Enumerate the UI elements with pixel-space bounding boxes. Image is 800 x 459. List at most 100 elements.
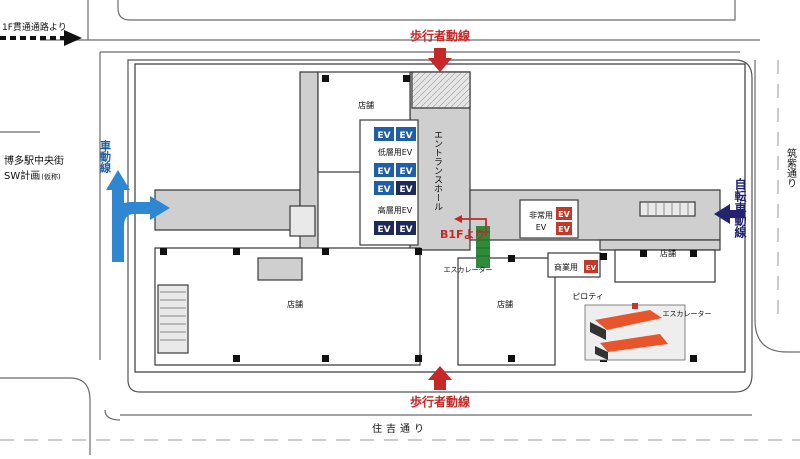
from-1f-passage-label: 1F貫通通路より: [2, 21, 67, 33]
column: [600, 253, 607, 260]
ev-label: EV: [558, 225, 570, 234]
ev-label: EV: [399, 167, 412, 177]
shop-west-room: [154, 247, 421, 366]
elevators: EV EV EV EV EV EV EV EV EV EV EV: [374, 127, 598, 273]
plan-name-line2: SW計画(仮称): [4, 169, 61, 182]
commercial-ev-label: 商業用: [554, 262, 578, 272]
pedestrian-flow-top-label: 歩行者動線: [410, 28, 470, 43]
ev-box-2: [396, 127, 416, 141]
shop-east-room: [614, 249, 716, 283]
sumiyoshi-street-label: 住吉通り: [372, 422, 428, 435]
ev-label: EV: [377, 185, 390, 195]
column: [322, 355, 329, 362]
stair-treads: [160, 203, 689, 341]
stair-north: [289, 205, 316, 237]
emergency-ev-label-1: 非常用: [529, 210, 553, 220]
column: [233, 355, 240, 362]
ev-box-6: [396, 181, 416, 195]
pedestrian-arrow-top: [428, 48, 452, 72]
column: [640, 250, 647, 257]
escalator-orange-lower: [600, 334, 668, 352]
column: [322, 75, 329, 82]
pedestrian-arrow-bottom: [428, 366, 452, 390]
column: [233, 248, 240, 255]
column: [690, 250, 697, 257]
flow-arrows: [0, 30, 745, 390]
shop-south-room: [457, 257, 556, 366]
corridor-east-lower: [599, 239, 721, 251]
low-floor-ev-label: 低層用EV: [378, 147, 413, 157]
entrance-hall-label: エントランスホール: [432, 130, 443, 211]
escalator-dark-lower: [595, 346, 608, 360]
column: [415, 355, 422, 362]
ev-box-1: [374, 127, 394, 141]
vehicle-flow-label: 車動線: [99, 139, 112, 174]
column: [403, 75, 410, 82]
stair-west-treads: [160, 291, 186, 341]
shop-west-label: 店舗: [287, 299, 303, 309]
labels: 1F貫通通路より 歩行者動線 歩行者動線 車動線 自転車動線 筑紫通り 博多駅中…: [2, 21, 797, 435]
east-road-curve: [754, 319, 800, 353]
column: [690, 355, 697, 362]
ev-box-4: [396, 163, 416, 177]
ev-label: EV: [377, 131, 390, 141]
ev-label: EV: [558, 210, 570, 219]
ev-box-emergency-1: [556, 207, 572, 220]
shop-north-label: 店舗: [358, 100, 374, 110]
high-floor-ev-label: 高層用EV: [378, 205, 413, 215]
ev-box-5: [374, 181, 394, 195]
escalator-center-label: エスカレーター: [444, 265, 493, 274]
escalator-center-shape: [476, 226, 490, 268]
plan-name-line1: 博多駅中央街: [4, 154, 64, 167]
stair-west: [157, 284, 189, 354]
south-road-outline: [104, 409, 121, 421]
escalator-piloti: [584, 303, 686, 361]
ev-box-emergency-2: [556, 222, 572, 235]
b1f-arrow-head: [454, 215, 462, 223]
emergency-ev-label-2: EV: [536, 223, 547, 232]
shop-east-label: 店舗: [660, 248, 676, 258]
walkway-north-hatch: [411, 71, 471, 109]
ev-label: EV: [399, 225, 412, 235]
bicycle-flow-label: 自転車動線: [733, 177, 747, 239]
ev-label: EV: [377, 225, 390, 235]
escalator-dark-upper: [590, 322, 606, 340]
vehicle-arrow-right: [112, 196, 170, 262]
toilet-box: [257, 257, 303, 281]
ev-label: EV: [399, 185, 412, 195]
bicycle-arrow: [714, 204, 745, 224]
from-b1f-label: B1Fより: [440, 228, 485, 241]
west-road-curve: [0, 377, 91, 455]
piloti-label: ピロティ: [572, 292, 604, 301]
stair-east: [639, 201, 696, 217]
column: [415, 248, 422, 255]
ev-box-7: [374, 221, 394, 235]
column: [508, 255, 515, 262]
shop-south-label: 店舗: [497, 299, 513, 309]
escalator-marker: [632, 303, 638, 309]
escalator-orange-upper: [595, 310, 662, 330]
corridor-west: [154, 189, 301, 231]
ev-label: EV: [377, 167, 390, 177]
ev-box-3: [374, 163, 394, 177]
escalator-center-steps: [476, 231, 490, 257]
column: [322, 248, 329, 255]
north-building-outline: [117, 0, 736, 21]
column: [508, 355, 515, 362]
pedestrian-flow-bottom-label: 歩行者動線: [410, 394, 470, 409]
ev-box-commercial: [584, 260, 598, 273]
column: [160, 248, 167, 255]
stair-east-treads: [647, 203, 689, 215]
road-markings: [0, 60, 800, 441]
ev-label: EV: [399, 131, 412, 141]
ev-box-8: [396, 221, 416, 235]
ev-label: EV: [586, 264, 597, 272]
passage-arrow-head: [64, 30, 82, 46]
escalator-right-label: エスカレーター: [663, 309, 712, 318]
chikushi-street-label: 筑紫通り: [785, 147, 797, 188]
escalator-center: [476, 226, 490, 268]
b1f-arrow: [460, 218, 487, 236]
